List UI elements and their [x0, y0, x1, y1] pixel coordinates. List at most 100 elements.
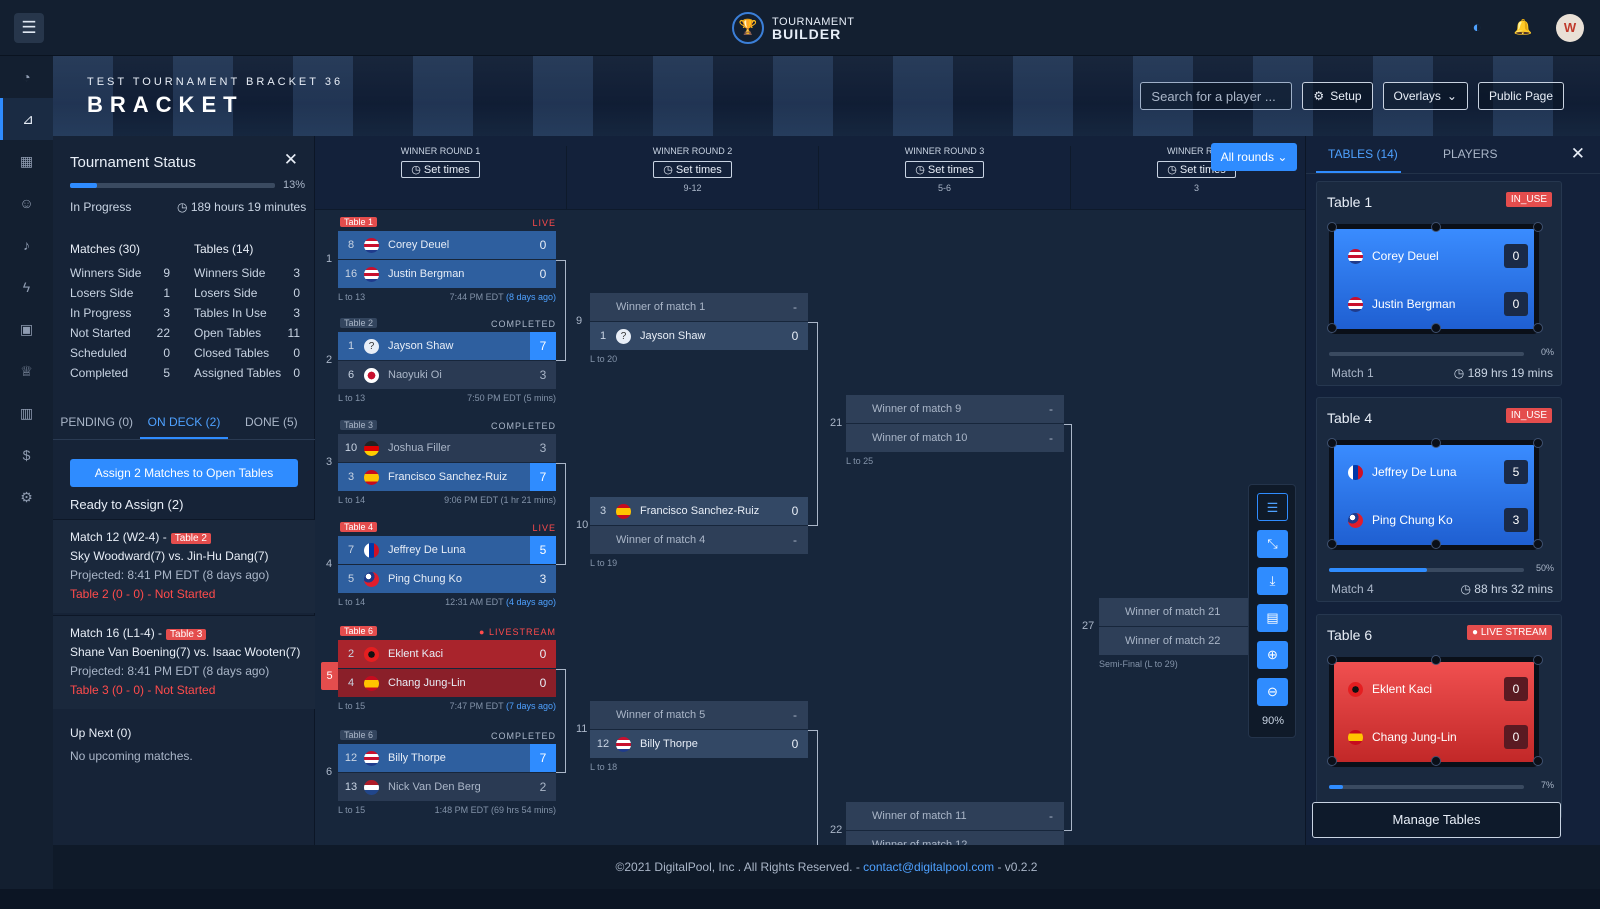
stat-value: 11: [287, 326, 300, 340]
player-name: Ping Chung Ko: [388, 573, 462, 585]
table-tag: Table 2: [340, 318, 378, 328]
tab-tables[interactable]: TABLES (14): [1328, 147, 1398, 161]
chart-icon[interactable]: ▥: [19, 405, 34, 421]
overlays-button[interactable]: Overlays⌄: [1382, 82, 1468, 110]
set-times-button[interactable]: ◷ Set times: [401, 161, 480, 178]
zoom-out-icon[interactable]: ⊖: [1257, 678, 1288, 706]
table-progress-fill: [1329, 785, 1343, 789]
download-icon[interactable]: ⤓: [1257, 567, 1288, 595]
table-elapsed-time: ◷ 88 hrs 32 mins: [1460, 582, 1553, 596]
match-number: 1: [326, 253, 333, 265]
theme-toggle-icon[interactable]: ◐: [1472, 19, 1482, 36]
calendar-icon[interactable]: ▣: [19, 321, 34, 337]
pdf-icon[interactable]: ▤: [1257, 604, 1288, 632]
notification-bell-icon[interactable]: 🔔: [1513, 19, 1533, 36]
dollar-icon[interactable]: $: [22, 447, 31, 463]
stat-value: 22: [156, 326, 170, 340]
left-nav: ◔ ⊿ ▦ ☺ ♪ ϟ ▣ ♕ ▥ $ ⚙: [0, 56, 53, 909]
tab-done[interactable]: DONE (5): [244, 415, 298, 429]
status-badge: IN_USE: [1505, 408, 1552, 423]
table-player-name: Ping Chung Ko: [1372, 513, 1453, 527]
footer-version: - v0.2.2: [997, 860, 1038, 874]
placeholder-row: Winner of match 22: [1099, 627, 1249, 655]
tab-pending[interactable]: PENDING (0): [60, 415, 133, 429]
placeholder-name: Winner of match 11: [872, 810, 967, 822]
player-score: 0: [791, 504, 799, 518]
on-deck-item[interactable]: Match 16 (L1-4) -Table 3 Shane Van Boeni…: [53, 615, 315, 709]
avatar[interactable]: W: [1556, 14, 1584, 42]
all-rounds-dropdown[interactable]: All rounds ⌄: [1211, 143, 1297, 171]
status-badge-text: IN_USE: [1510, 194, 1547, 205]
assign-matches-button[interactable]: Assign 2 Matches to Open Tables: [70, 459, 298, 487]
setup-button[interactable]: ⚙Setup: [1302, 82, 1373, 110]
fit-screen-icon[interactable]: ⤡: [1257, 530, 1288, 558]
grid-icon[interactable]: ▦: [19, 153, 34, 169]
close-icon[interactable]: ✕: [1570, 144, 1585, 163]
on-deck-item[interactable]: Match 12 (W2-4) -Table 2 Sky Woodward(7)…: [53, 519, 315, 613]
pocket-icon: [1431, 438, 1441, 448]
table-name: Table 1: [1327, 194, 1373, 210]
tab-players[interactable]: PLAYERS: [1443, 147, 1498, 161]
user-icon[interactable]: ☺: [19, 195, 34, 211]
contact-email-link[interactable]: contact@digitalpool.com: [863, 860, 995, 874]
seed-number: 16: [344, 268, 358, 280]
stat-value: 0: [293, 366, 300, 380]
round-name: WINNER ROUND 1: [400, 146, 481, 156]
matches-heading: Matches (30): [70, 242, 141, 256]
bolt-icon[interactable]: ϟ: [22, 279, 31, 295]
placeholder-score: -: [1049, 402, 1053, 416]
gear-icon[interactable]: ⚙: [20, 489, 33, 505]
set-times-button[interactable]: ◷ Set times: [653, 161, 732, 178]
match-time-ago: (4 days ago): [505, 597, 556, 607]
player-search-input[interactable]: [1140, 82, 1293, 110]
bracket-canvas[interactable]: WINNER ROUND 1◷ Set times WINNER ROUND 2…: [315, 136, 1305, 845]
bracket-icon[interactable]: ⊿: [0, 98, 53, 140]
on-deck-match-line: Match 12 (W2-4) -Table 2: [70, 530, 298, 549]
player-name: Corey Deuel: [388, 239, 450, 251]
zoom-in-icon[interactable]: ⊕: [1257, 641, 1288, 669]
bell-icon[interactable]: ♪: [23, 237, 30, 253]
dashboard-icon[interactable]: ◔: [22, 69, 31, 85]
hamburger-menu-icon[interactable]: ☰: [14, 13, 44, 43]
flag-icon: [616, 736, 631, 752]
tab-on-deck[interactable]: ON DECK (2): [140, 408, 228, 439]
public-page-button[interactable]: Public Page: [1477, 82, 1564, 110]
match-status-badge: LIVE: [532, 218, 556, 228]
set-times-button[interactable]: ◷ Set times: [905, 161, 984, 178]
manage-tables-button[interactable]: Manage Tables: [1312, 802, 1561, 838]
trophy-nav-icon[interactable]: ♕: [20, 363, 33, 379]
list-view-icon[interactable]: ☰: [1257, 493, 1288, 521]
close-icon[interactable]: ✕: [283, 150, 298, 169]
